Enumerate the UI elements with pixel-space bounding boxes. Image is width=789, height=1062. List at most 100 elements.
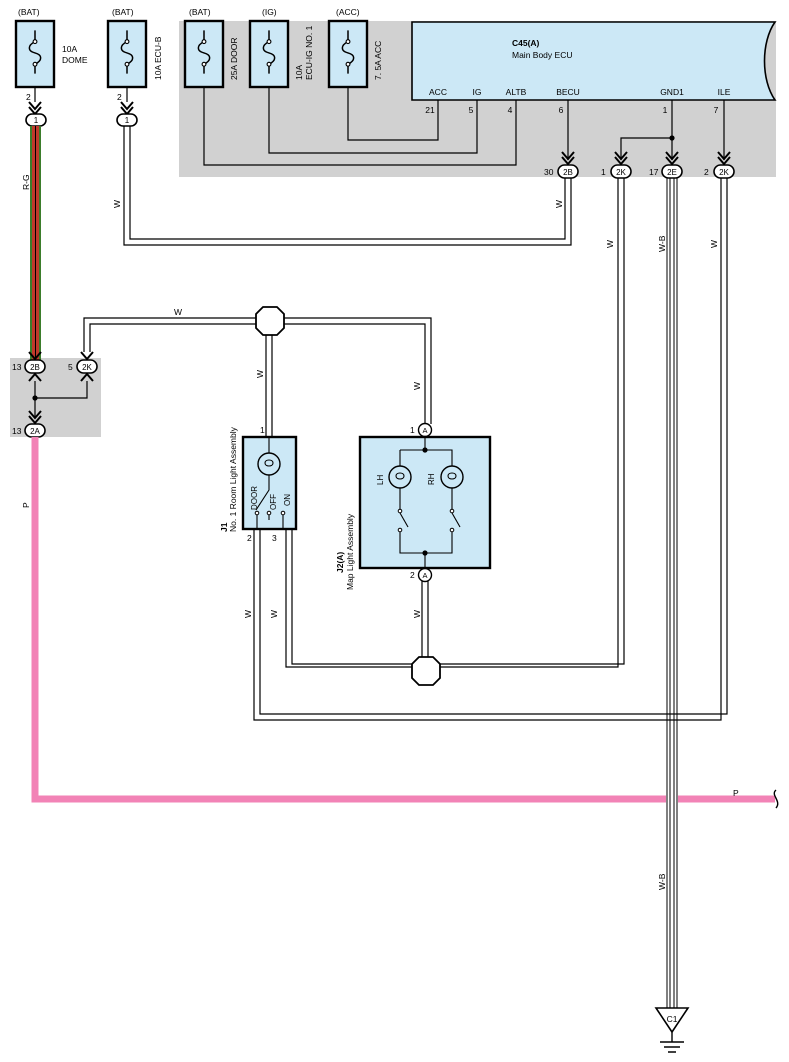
left-junction-connectors: 2B 13 2K 5 2A 13: [12, 351, 98, 438]
map-light-rh-switch-icon: [451, 512, 461, 528]
ecu-name: Main Body ECU: [512, 50, 572, 60]
room-light-switch-icon: [255, 475, 284, 529]
wire-p-label-2: P: [733, 788, 739, 798]
fuse-ecu-b: (BAT) 10A ECU-B 2: [106, 7, 163, 102]
fuse-dome-pin: 2: [26, 92, 31, 102]
fuse-door: (BAT) 25A DOOR: [183, 7, 239, 89]
wire-w-label-10: W: [709, 240, 719, 248]
room-light-assembly: 1 DOOR OFF ON J1 No. 1 Room Light Assemb…: [219, 425, 298, 543]
conn-2k-1-pin: 1: [601, 167, 606, 177]
conn-2b-pin: 30: [544, 167, 554, 177]
map-light-pin-bottom: 2: [410, 570, 415, 580]
map-light-name: Map Light Assembly: [345, 513, 355, 590]
left-2k-id: 2K: [82, 363, 92, 372]
map-light-rh-bulb-icon: [440, 465, 464, 489]
fuse-dome: (BAT) 10A DOME 2: [14, 7, 88, 102]
map-light-conn-top: A: [422, 426, 427, 435]
map-light-code: J2(A): [335, 552, 345, 573]
wire-wb-label-2: W-B: [657, 873, 667, 890]
fuse-door-label: 25A DOOR: [229, 37, 239, 80]
ecu-pin-acc-num: 21: [425, 105, 435, 115]
ground-icon: [654, 1007, 690, 1034]
ecu-pin-ig-num: 5: [469, 105, 474, 115]
fuse-ecu-b-conn: 1: [125, 116, 130, 125]
fuse-ecu-b-pin: 2: [117, 92, 122, 102]
main-body-ecu: C45(A) Main Body ECU ACC IG ALTB BECU GN…: [411, 21, 777, 115]
wire-p-break-icon: [773, 789, 779, 809]
wire-splice-to-room-light: [265, 335, 273, 437]
splice-bottom: [411, 656, 441, 686]
wire-w-label-9: W: [605, 240, 615, 248]
left-2b-id: 2B: [30, 363, 40, 372]
wire-w-label-4: W: [255, 370, 265, 378]
room-light-switch-door: DOOR: [250, 486, 259, 510]
ecu-pin-altb-name: ALTB: [506, 87, 527, 97]
map-light-rh: RH: [427, 473, 436, 485]
conn-2e-pin: 17: [649, 167, 659, 177]
wire-w-label-7: W: [269, 610, 279, 618]
wire-rg-label: R-G: [21, 174, 31, 190]
ground-label: C1: [667, 1014, 678, 1024]
wire-p-label-1: P: [21, 502, 31, 508]
map-light-lh-bulb-icon: [388, 465, 412, 489]
wire-wb-label-1: W-B: [657, 235, 667, 252]
gnd1-junction-dot: [669, 135, 675, 141]
map-light-lh-switch-icon: [399, 512, 409, 528]
wire-left-2k-to-splice: [83, 317, 257, 352]
conn-2e-id: 2E: [667, 168, 677, 177]
wire-w-label-2: W: [554, 200, 564, 208]
wire-w-label-3: W: [174, 307, 182, 317]
room-light-code: J1: [219, 522, 229, 532]
fuse-dome-supply: (BAT): [18, 7, 40, 17]
wire-w-label-6: W: [243, 610, 253, 618]
map-light-assembly: 1 A LH RH J2(A) Map Light Assembly 2 A: [335, 422, 492, 590]
fuse-stubs: [34, 87, 128, 102]
fuse-ecu-ig-label-2: ECU-IG NO. 1: [304, 25, 314, 80]
left-2b-pin: 13: [12, 362, 22, 372]
ground-c1: C1: [654, 1007, 690, 1053]
fuse-output-connectors: 1 1: [25, 101, 138, 127]
room-light-name: No. 1 Room Light Assembly: [228, 426, 238, 532]
room-light-pin-top: 1: [260, 425, 265, 435]
fuse-dome-conn: 1: [34, 116, 39, 125]
conn-2k-2-pin: 2: [704, 167, 709, 177]
wire-w-label-5: W: [412, 382, 422, 390]
lower-wires: [253, 178, 728, 721]
ecu-pin-becu-name: BECU: [556, 87, 580, 97]
ecu-pin-ile-num: 7: [714, 105, 719, 115]
wire-wb-ground: [666, 178, 678, 1008]
ecu-code: C45(A): [512, 38, 540, 48]
conn-2k-2-id: 2K: [719, 168, 729, 177]
ecu-connectors: 2B 2K 2E 2K 30 1 17 2: [544, 151, 735, 179]
wire-w-label-8: W: [412, 610, 422, 618]
fuse-ecu-ig: (IG) 10A ECU-IG NO. 1: [248, 7, 314, 89]
ecu-pin-altb-num: 4: [508, 105, 513, 115]
room-light-switch-off: OFF: [269, 494, 278, 510]
wire-ecub-becu: [123, 126, 572, 246]
ecu-pin-becu-num: 6: [559, 105, 564, 115]
fuse-door-supply: (BAT): [189, 7, 211, 17]
map-light-conn-bottom: A: [422, 571, 427, 580]
conn-2k-1-id: 2K: [616, 168, 626, 177]
wire-p-pink: [31, 437, 775, 803]
ecu-pin-ig-name: IG: [473, 87, 482, 97]
fuse-to-ecu-wires: [203, 87, 725, 166]
fuse-dome-label-1: 10A: [62, 44, 77, 54]
splice-top: [255, 306, 285, 336]
map-light-lh: LH: [376, 475, 385, 485]
wire-w-label-1: W: [112, 200, 122, 208]
left-2a-pin: 13: [12, 426, 22, 436]
fuse-acc: (ACC) 7. 5A ACC: [327, 7, 383, 89]
fuse-ecu-ig-supply: (IG): [262, 7, 277, 17]
fuse-ecu-b-supply: (BAT): [112, 7, 134, 17]
ecu-pin-gnd1-name: GND1: [660, 87, 684, 97]
fuse-dome-label-2: DOME: [62, 55, 88, 65]
room-light-pin-2: 2: [247, 533, 252, 543]
ecu-pin-ile-name: ILE: [718, 87, 731, 97]
fuse-ecu-ig-label-1: 10A: [294, 65, 304, 80]
ecu-pin-gnd1-num: 1: [663, 105, 668, 115]
left-2a-id: 2A: [30, 427, 40, 436]
rg-wire: [30, 126, 41, 360]
room-light-pin-3: 3: [272, 533, 277, 543]
